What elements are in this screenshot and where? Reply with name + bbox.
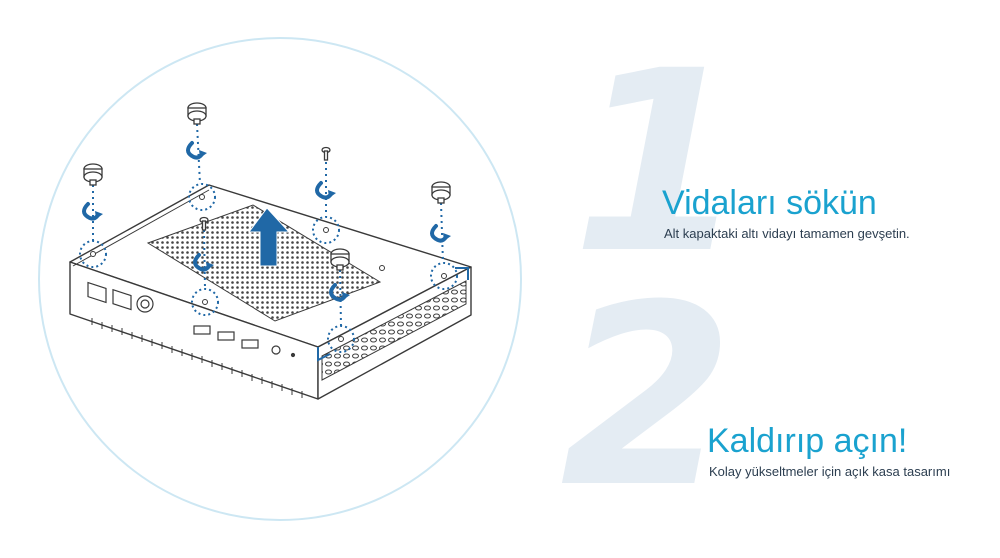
rotate-arrow-icon [430,224,448,243]
screw-icon [199,216,209,231]
screw-icon [431,181,451,204]
usb-port [217,331,235,341]
step-number-2: 2 [560,251,734,542]
mini-pc-disassembly-illustration [38,37,522,521]
screw-icon [321,146,331,161]
rotate-arrow-icon [186,141,204,160]
screw-hole-marker [327,325,355,353]
screw-hole-marker [188,183,216,211]
lan-port [87,281,107,304]
step-number-1: 1 [572,17,746,308]
rotate-arrow-icon [329,283,347,302]
usb-port [241,339,259,349]
rotate-arrow-icon [82,202,100,221]
screw-hole-marker [430,262,458,290]
screw-hole-marker [191,288,219,316]
usb-port [193,325,211,335]
lift-arrow-icon [248,207,291,267]
screw-icon [83,163,103,186]
thumb-screws [83,102,451,271]
screw-icon [330,248,350,271]
rotate-arrow-icon [315,181,333,200]
step-1-title: Vidaları sökün [662,184,877,222]
power-led [290,352,296,358]
rotate-arrow-icon [193,253,211,272]
audio-jack [271,345,281,355]
step-2-title: Kaldırıp açın! [707,422,908,460]
front-bottom-fins [91,318,303,398]
step-2-description: Kolay yükseltmeler için açık kasa tasarı… [709,464,951,479]
step-1-description: Alt kapaktaki altı vidayı tamamen gevşet… [664,226,910,241]
side-heatsink-fins [321,280,467,381]
screw-icon [187,102,207,125]
lan-port [112,288,132,311]
front-ports [87,281,296,358]
